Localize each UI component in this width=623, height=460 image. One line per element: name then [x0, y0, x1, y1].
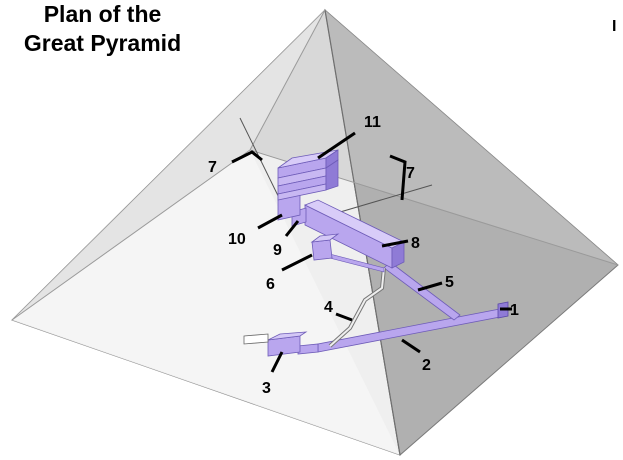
label-5: 5	[445, 274, 454, 291]
pyramid-base-back-left	[11, 149, 251, 321]
pyramid-inner-left-face	[12, 10, 325, 320]
label-3: 3	[262, 380, 271, 397]
leader-10	[257, 213, 283, 230]
label-1: 1	[510, 302, 519, 319]
relieving-chambers	[277, 149, 339, 201]
pyramid-inner-back-face	[250, 10, 618, 265]
label-4: 4	[324, 299, 333, 316]
label-7-right: 7	[406, 165, 415, 182]
leader-7b	[389, 154, 407, 201]
pyramid-front-face	[12, 150, 400, 455]
leader-lines	[231, 131, 512, 373]
cropped-text: I	[612, 18, 617, 35]
queens-chamber	[311, 239, 333, 261]
label-11: 11	[364, 114, 381, 131]
leader-3	[270, 351, 284, 373]
leader-5	[417, 281, 443, 292]
label-2: 2	[422, 357, 431, 374]
pyramid-edge-back	[249, 9, 326, 151]
ascending-passage	[383, 261, 461, 321]
leader-6	[281, 253, 313, 272]
leader-9	[284, 220, 300, 237]
label-6: 6	[266, 276, 275, 293]
queens-chamber-roof	[310, 233, 340, 243]
leader-2	[401, 338, 421, 354]
subterranean-corridor	[297, 343, 319, 355]
subterranean-pit	[243, 333, 269, 345]
leader-11	[317, 131, 356, 160]
number-labels: 11 7 7 10 9 8 6 5 4 1 2 3	[208, 114, 519, 397]
diagram-title: Plan of the Great Pyramid	[0, 0, 205, 58]
label-9: 9	[273, 242, 282, 259]
title-line-1: Plan of the	[43, 1, 162, 27]
label-8: 8	[411, 235, 420, 252]
leader-4	[335, 312, 353, 322]
leader-7a	[231, 150, 263, 164]
label-7-left: 7	[208, 159, 217, 176]
title-line-2: Great Pyramid	[23, 30, 182, 56]
well-shaft-inner	[329, 267, 385, 347]
leader-8	[381, 239, 409, 248]
label-10: 10	[228, 231, 246, 248]
air-shaft-north	[239, 117, 286, 211]
air-shaft-south	[329, 184, 433, 216]
subterranean-chamber-top	[267, 331, 308, 341]
